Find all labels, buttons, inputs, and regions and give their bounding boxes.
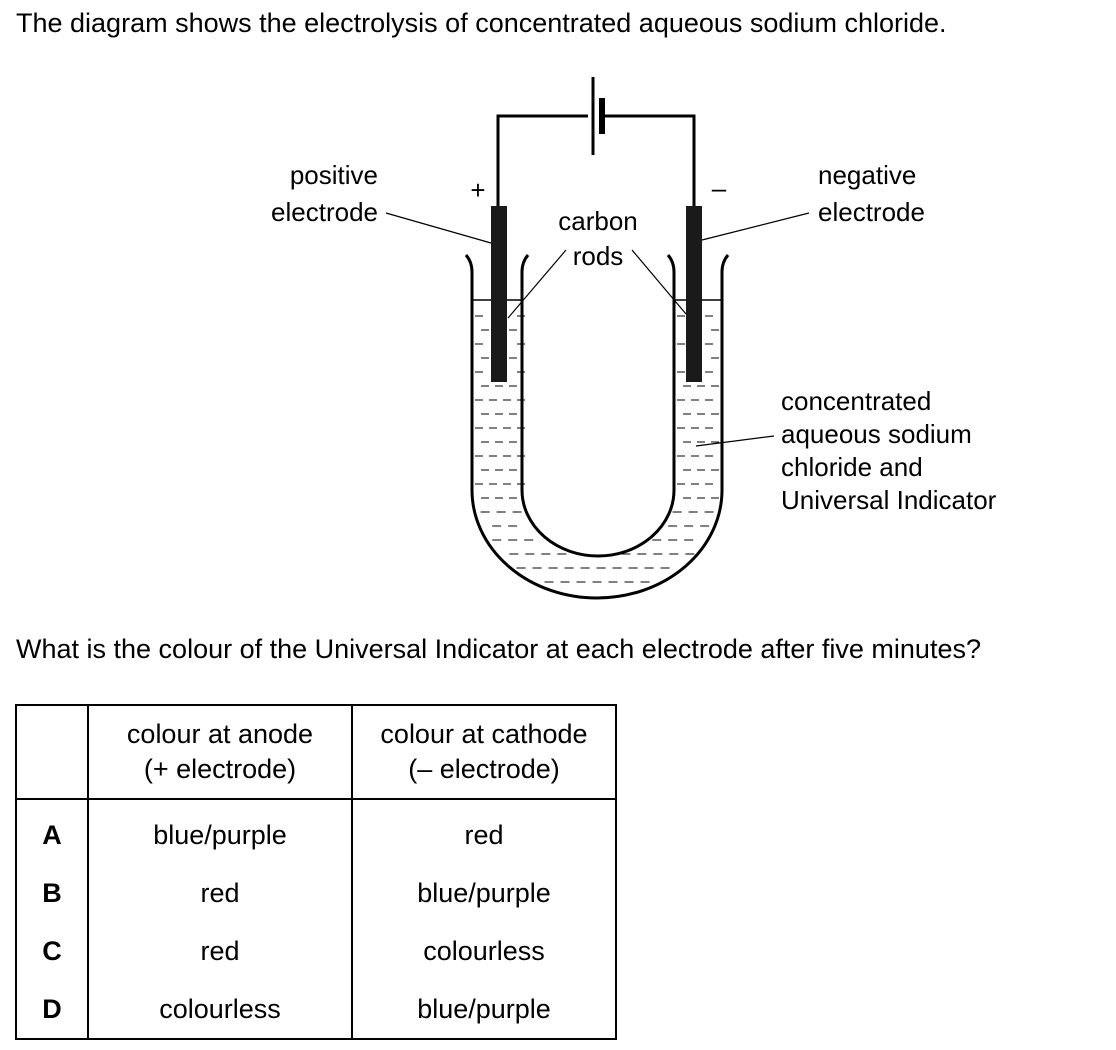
- anode-colour: red: [87, 922, 353, 980]
- positive-label-line1: positive: [290, 160, 378, 190]
- solution-label-line3: chloride and: [781, 452, 923, 482]
- solution-label-line1: concentrated: [781, 386, 931, 416]
- table-row: B red blue/purple: [15, 864, 617, 922]
- option-letter: B: [15, 864, 89, 922]
- cathode-header-line2: (– electrode): [408, 754, 560, 784]
- circuit: [496, 114, 696, 208]
- plus-sign: +: [470, 175, 485, 205]
- cathode-colour: blue/purple: [351, 980, 617, 1040]
- answer-table: colour at anode (+ electrode) colour at …: [15, 704, 617, 1040]
- anode-colour: red: [87, 864, 353, 922]
- negative-label-line2: electrode: [818, 197, 925, 227]
- carbon-rod-negative: [686, 206, 702, 382]
- cathode-column-header: colour at cathode (– electrode): [351, 704, 617, 800]
- cathode-colour: colourless: [351, 922, 617, 980]
- carbon-label-line2: rods: [573, 241, 624, 271]
- option-letter: A: [15, 799, 89, 864]
- option-letter: C: [15, 922, 89, 980]
- question-text: What is the colour of the Universal Indi…: [16, 634, 981, 664]
- minus-sign: –: [712, 173, 727, 203]
- option-letter: D: [15, 980, 89, 1040]
- leader-lines: [385, 212, 810, 447]
- solution-label-line2: aqueous sodium: [781, 419, 972, 449]
- anode-header-line2: (+ electrode): [143, 754, 297, 784]
- positive-label-line2: electrode: [271, 197, 378, 227]
- cathode-colour: blue/purple: [351, 864, 617, 922]
- table-row: A blue/purple red: [15, 799, 617, 864]
- negative-label-line1: negative: [818, 160, 916, 190]
- u-tube: [464, 254, 730, 600]
- option-column-header: [15, 704, 89, 800]
- electrolysis-diagram: + – positive electrode negative electrod…: [271, 77, 997, 600]
- cathode-colour: red: [351, 799, 617, 864]
- solution-label-line4: Universal Indicator: [781, 485, 997, 515]
- table-row: C red colourless: [15, 922, 617, 980]
- anode-colour: blue/purple: [87, 799, 353, 864]
- carbon-rod-positive: [491, 206, 507, 382]
- table-header-row: colour at anode (+ electrode) colour at …: [15, 704, 617, 800]
- battery-cell-icon: [591, 77, 605, 155]
- anode-column-header: colour at anode (+ electrode): [87, 704, 353, 800]
- carbon-label-line1: carbon: [558, 206, 638, 236]
- intro-text: The diagram shows the electrolysis of co…: [16, 8, 947, 38]
- cathode-header-line1: colour at cathode: [380, 718, 588, 749]
- solution-liquid: [472, 299, 722, 598]
- anode-header-line1: colour at anode: [126, 718, 314, 749]
- anode-colour: colourless: [87, 980, 353, 1040]
- table-row: D colourless blue/purple: [15, 980, 617, 1040]
